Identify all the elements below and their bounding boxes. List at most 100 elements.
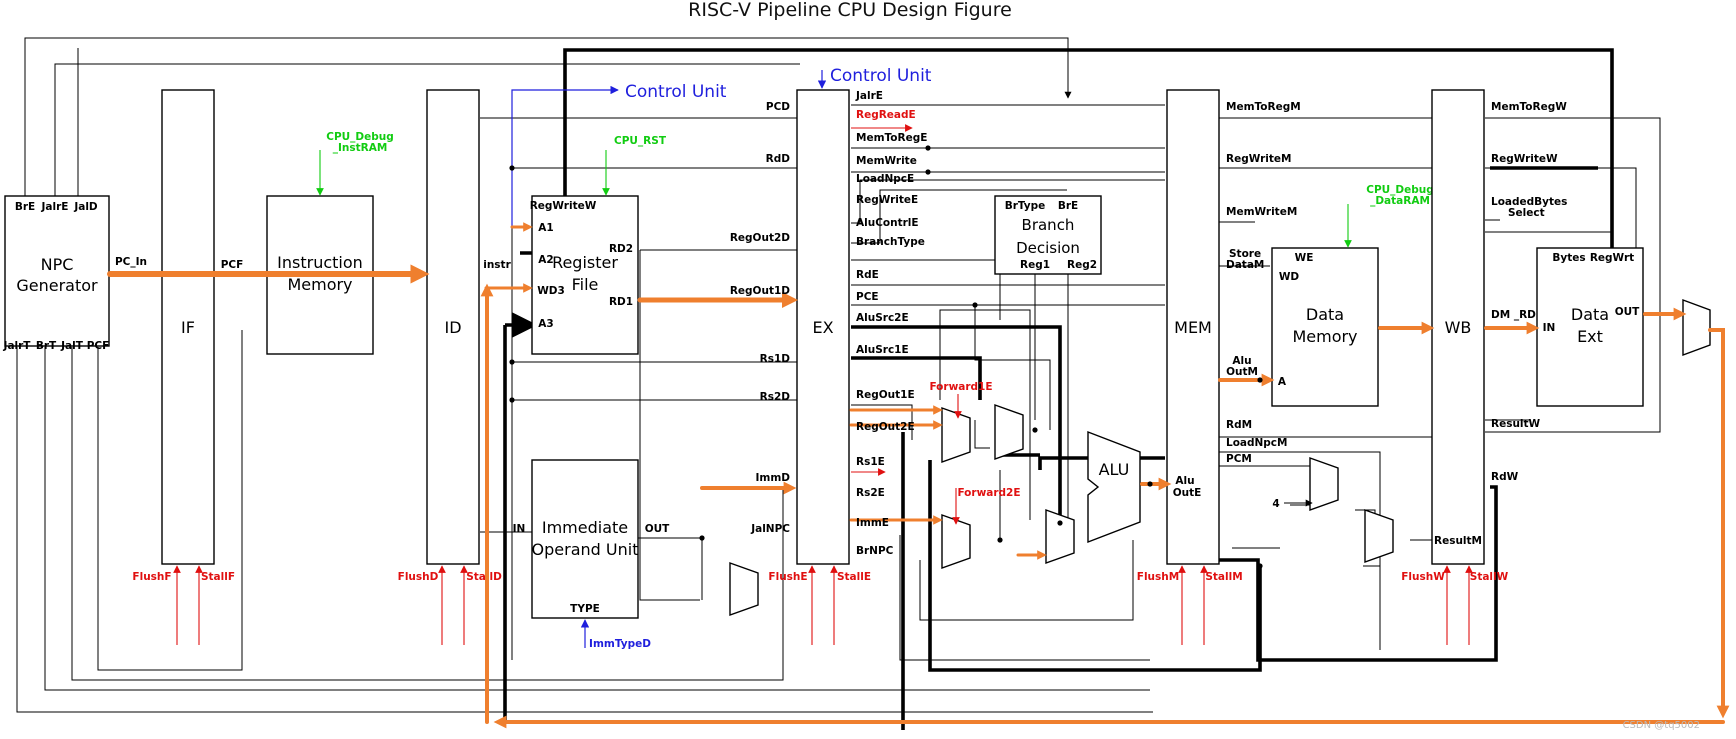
forward2-label: Forward2E [957, 487, 1020, 499]
dmem-debug-2: _DataRAM [1370, 195, 1430, 207]
sig-memtoregw: MemToRegW [1491, 101, 1567, 113]
stallw-label: StallW [1470, 571, 1509, 583]
npc-port-brt: BrT [36, 340, 57, 352]
wb-label: WB [1445, 318, 1472, 337]
rf-port-rd2: RD2 [609, 243, 633, 255]
sig-jalnpc: JalNPC [750, 523, 790, 535]
npc-port-jalre: JalrE [41, 201, 69, 213]
flushw-label: FlushW [1401, 571, 1445, 583]
rf-port-a2: A2 [538, 254, 553, 266]
control-unit-1: Control Unit [625, 82, 727, 102]
sig-rs2e: Rs2E [856, 487, 885, 499]
npc-port-pcf: PCF [87, 340, 110, 352]
id-stage: ID instr FlushD StallD [398, 89, 512, 583]
ext-label-1: Data [1571, 305, 1609, 324]
forward-muxes: Forward1E Forward2E 4 [729, 298, 1711, 616]
sig-store: Store [1229, 248, 1261, 260]
instr-label: instr [483, 259, 511, 271]
ex-stage: EX FlushE StallE [768, 89, 871, 583]
branch-port-brtype: BrType [1005, 200, 1046, 212]
rf-label-1: Register [552, 253, 618, 272]
dmem-label-2: Memory [1292, 327, 1357, 346]
control-unit-2: Control Unit [830, 66, 932, 86]
rf-port-a1: A1 [538, 222, 553, 234]
alu-block: ALU [1087, 430, 1141, 544]
imem-label-2: Memory [287, 275, 352, 294]
sig-alusrc1e: AluSrc1E [856, 344, 909, 356]
sig-resultw: ResultW [1491, 418, 1541, 430]
sig-regout1d: RegOut1D [730, 285, 790, 297]
sig-regwritem: RegWriteM [1226, 153, 1292, 165]
id-ex-labels: PCD RdD RegOut2D RegOut1D Rs1D Rs2D ImmD… [730, 101, 790, 535]
sig-pcd: PCD [766, 101, 790, 113]
sig-loadnpce: LoadNpcE [856, 173, 914, 185]
flush-stall-arrows [173, 124, 1473, 645]
sig-rs1d: Rs1D [760, 353, 791, 365]
register-file: Register File RegWriteW A1 A2 WD3 A3 RD2… [530, 135, 667, 355]
npc-port-jald: JalD [73, 201, 98, 213]
ex-data-labels: RegOut1E RegOut2E Rs1E Rs2E ImmE BrNPC [856, 389, 915, 557]
sig-memwritem: MemWriteM [1226, 206, 1297, 218]
sig-rde: RdE [856, 269, 879, 281]
sig-loadnpcm: LoadNpcM [1226, 437, 1287, 449]
sig-pcm: PCM [1226, 453, 1252, 465]
ext-port-out: OUT [1615, 306, 1640, 318]
alu-oute-2: OutE [1173, 487, 1202, 499]
imem-label-1: Instruction [277, 253, 363, 272]
imm-port-in: IN [513, 523, 526, 535]
npc-port-bre: BrE [15, 201, 35, 213]
sig-memtoregm: MemToRegM [1226, 101, 1301, 113]
sig-regwritew: RegWriteW [1491, 153, 1558, 165]
pc-in-label: PC_In [115, 256, 147, 268]
mux-writeback [1682, 298, 1711, 357]
sig-brnpc: BrNPC [856, 545, 894, 557]
stallm-label: StallM [1205, 571, 1242, 583]
stalle-label: StallE [837, 571, 871, 583]
flushf-label: FlushF [132, 571, 171, 583]
mux-pc-plus4 [1309, 457, 1339, 511]
sig-regwritee: RegWriteE [856, 194, 918, 206]
mux-forward1 [941, 407, 971, 463]
dmem-debug-1: CPU_Debug [1366, 184, 1434, 196]
rf-port-rd1: RD1 [609, 296, 633, 308]
sig-memwrite: MemWrite [856, 155, 917, 167]
branch-decision: Branch Decision BrType BrE Reg1 Reg2 [994, 195, 1102, 275]
if-stage: IF PCF FlushF StallF [132, 89, 244, 583]
sig-pce: PCE [856, 291, 879, 303]
if-pcf-label: PCF [221, 259, 244, 271]
npc-label-1: NPC [41, 255, 74, 274]
npc-port-jalt: JalT [60, 340, 84, 352]
flushe-label: FlushE [768, 571, 807, 583]
mux-alusrc1 [994, 404, 1024, 460]
sig-memtorege: MemToRegE [856, 132, 927, 144]
data-memory: Data Memory WE WD A CPU_Debug _DataRAM [1271, 184, 1434, 407]
sig-loadedbytes: LoadedBytes [1491, 196, 1567, 208]
mem-stage: MEM Alu OutE Alu OutM FlushM StallM [1137, 89, 1258, 583]
mux-result [1364, 509, 1394, 563]
sig-select: Select [1508, 207, 1545, 219]
sig-rs1e: Rs1E [856, 456, 885, 468]
imem-debug-2: _InstRAM [333, 142, 388, 154]
alu-outm-2: OutM [1226, 366, 1258, 378]
sig-regreade: RegReadE [856, 109, 916, 121]
ext-port-bytes: Bytes [1552, 252, 1585, 264]
branch-port-reg1: Reg1 [1020, 259, 1050, 271]
control-unit-links: Control Unit Control Unit [511, 66, 932, 228]
const-4: 4 [1272, 498, 1279, 510]
alu-label: ALU [1099, 460, 1130, 479]
sig-rdw: RdW [1491, 471, 1519, 483]
cpu-rst-label: CPU_RST [614, 135, 667, 147]
id-label: ID [444, 318, 461, 337]
dmem-port-we: WE [1295, 252, 1314, 264]
alu-oute-1: Alu [1175, 475, 1194, 487]
npc-label-2: Generator [16, 276, 98, 295]
immediate-operand-unit: Immediate Operand Unit IN OUT TYPE ImmTy… [480, 459, 702, 650]
imm-port-out: OUT [645, 523, 670, 535]
dmem-port-wd: WD [1279, 271, 1300, 283]
stallf-label: StallF [201, 571, 235, 583]
ex-label: EX [812, 318, 833, 337]
mux-forward2 [941, 514, 971, 569]
mux-alusrc2 [1045, 509, 1075, 564]
ext-port-regwrt: RegWrt [1590, 252, 1634, 264]
